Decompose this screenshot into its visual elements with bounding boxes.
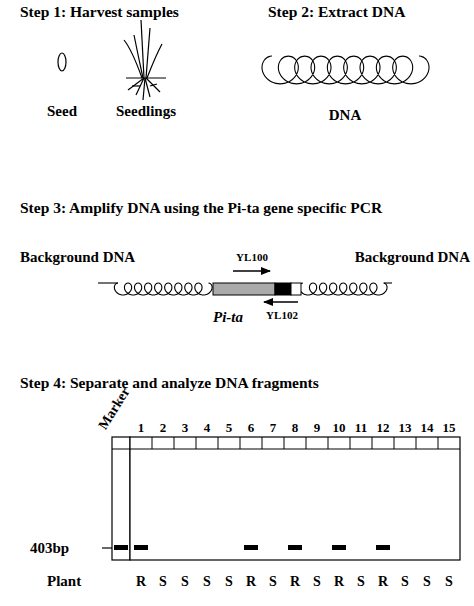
lane-number: 14 — [421, 421, 434, 434]
lane-label: Marker — [96, 385, 133, 432]
well-divider — [394, 437, 395, 449]
dna-coil — [299, 283, 387, 295]
genotype-call: R — [136, 575, 146, 589]
genotype-call: S — [357, 575, 365, 589]
dna-strand — [98, 282, 118, 283]
genotype-call: S — [423, 575, 431, 589]
genotype-call: S — [313, 575, 321, 589]
lane-number: 11 — [355, 421, 367, 434]
sample-label: Seedlings — [116, 104, 176, 119]
genotype-call: S — [203, 575, 211, 589]
dna-coil — [114, 283, 212, 295]
marker-band — [114, 545, 128, 550]
lane-number: 1 — [138, 421, 145, 434]
lane-number: 10 — [333, 421, 346, 434]
well-divider — [262, 437, 263, 449]
lane-number: 12 — [377, 421, 390, 434]
row-label: Plant — [47, 574, 81, 589]
primer-name: YL102 — [266, 310, 298, 321]
well-divider — [438, 437, 439, 449]
dna-band — [134, 545, 148, 550]
primer-arrow — [233, 270, 270, 272]
genotype-call: S — [269, 575, 277, 589]
gene-name: Pi-ta — [213, 310, 243, 325]
well-divider — [306, 437, 307, 449]
lane-number: 5 — [226, 421, 233, 434]
dna-label: DNA — [329, 108, 362, 123]
well-divider — [218, 437, 219, 449]
dna-band — [244, 545, 258, 550]
well-row — [112, 449, 460, 450]
seed-drawing — [58, 53, 66, 71]
marker-lane — [112, 437, 130, 560]
genotype-call: S — [445, 575, 453, 589]
lane-number: 6 — [248, 421, 255, 434]
dna-strand — [384, 282, 392, 283]
genotype-call: S — [401, 575, 409, 589]
lane-number: 2 — [160, 421, 167, 434]
genotype-call: S — [159, 575, 167, 589]
gel — [102, 437, 460, 560]
lane-number: 13 — [399, 421, 412, 434]
genotype-call: R — [290, 575, 300, 589]
step-title: Step 3: Amplify DNA using the Pi-ta gene… — [20, 200, 382, 216]
lane-number: 3 — [182, 421, 189, 434]
size-label: 403bp — [30, 541, 69, 556]
seedling-drawing — [124, 20, 166, 100]
lane-number: 4 — [204, 421, 211, 434]
gene-region — [275, 283, 291, 295]
lane-number: 8 — [292, 421, 299, 434]
step-title: Step 4: Separate and analyze DNA fragmen… — [20, 375, 319, 391]
sample-label: Seed — [47, 104, 77, 119]
well-divider — [152, 437, 153, 449]
well-divider — [240, 437, 241, 449]
step-title: Step 2: Extract DNA — [268, 4, 405, 20]
lane-number: 9 — [314, 421, 321, 434]
primer-arrow — [264, 301, 298, 303]
genotype-call: R — [334, 575, 344, 589]
well-divider — [174, 437, 175, 449]
region-label: Background DNA — [355, 250, 470, 265]
well-divider — [328, 437, 329, 449]
size-tick — [102, 547, 112, 548]
primer-name: YL100 — [236, 252, 268, 263]
dna-coil — [262, 56, 429, 84]
well-divider — [350, 437, 351, 449]
well-divider — [284, 437, 285, 449]
well-divider — [196, 437, 197, 449]
dna-band — [332, 545, 346, 550]
step-title: Step 1: Harvest samples — [20, 4, 179, 20]
lane-number: 15 — [443, 421, 456, 434]
gel-slab — [130, 437, 460, 560]
dna-band — [376, 545, 390, 550]
dna-band — [288, 545, 302, 550]
genotype-call: S — [181, 575, 189, 589]
genotype-call: R — [246, 575, 256, 589]
well-divider — [416, 437, 417, 449]
genotype-call: R — [378, 575, 388, 589]
gene-region — [291, 283, 301, 295]
well-divider — [372, 437, 373, 449]
lane-number: 7 — [270, 421, 277, 434]
genotype-call: S — [225, 575, 233, 589]
gene-region — [213, 283, 275, 295]
region-label: Background DNA — [20, 250, 135, 265]
